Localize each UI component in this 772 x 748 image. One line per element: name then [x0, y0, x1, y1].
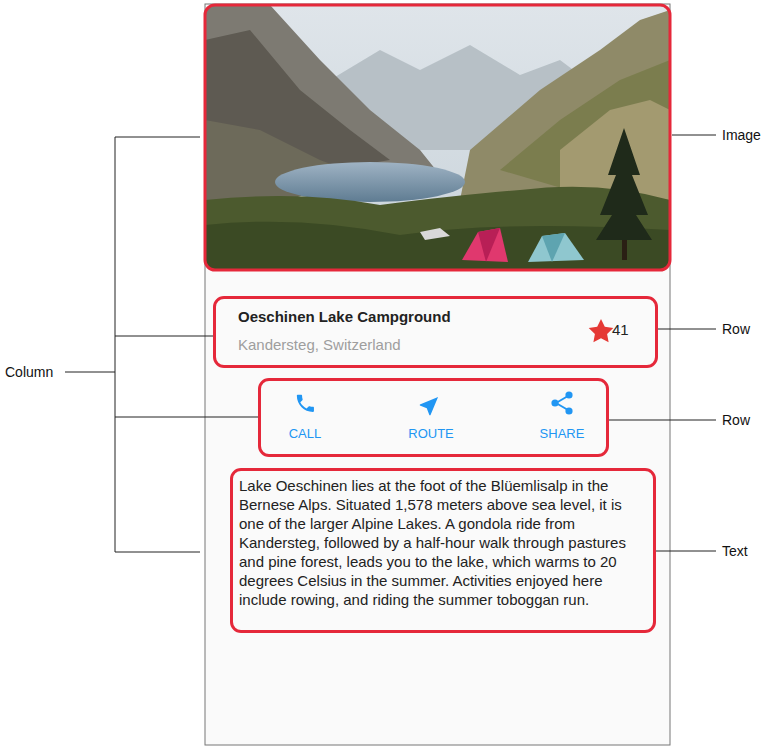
description-text: Lake Oeschinen lies at the foot of the B…	[239, 476, 639, 609]
call-icon	[297, 395, 314, 412]
callout-label: Image	[722, 127, 761, 143]
route-icon	[419, 392, 443, 416]
image-outline	[205, 5, 670, 270]
landscape-photo	[205, 5, 670, 270]
callout-label: Row	[722, 412, 750, 428]
action-label: CALL	[289, 425, 322, 443]
row-box: Lake Oeschinen lies at the foot of the B…	[230, 468, 656, 633]
place-title: Oeschinen Lake Campground	[238, 308, 451, 326]
action-label: SHARE	[540, 425, 585, 443]
star-icon	[589, 319, 614, 342]
callout-label: Column	[5, 364, 53, 380]
row-box: CALL ROUTE SHARE	[258, 378, 609, 457]
callout-label: Row	[722, 321, 750, 337]
callout-label: Text	[722, 543, 748, 559]
rating-count: 41	[612, 321, 629, 339]
row-box: Oeschinen Lake CampgroundKandersteg, Swi…	[213, 296, 658, 368]
screen-frame	[205, 4, 670, 745]
place-subtitle: Kandersteg, Switzerland	[238, 336, 401, 354]
share-icon	[551, 391, 572, 414]
action-label: ROUTE	[408, 425, 454, 443]
